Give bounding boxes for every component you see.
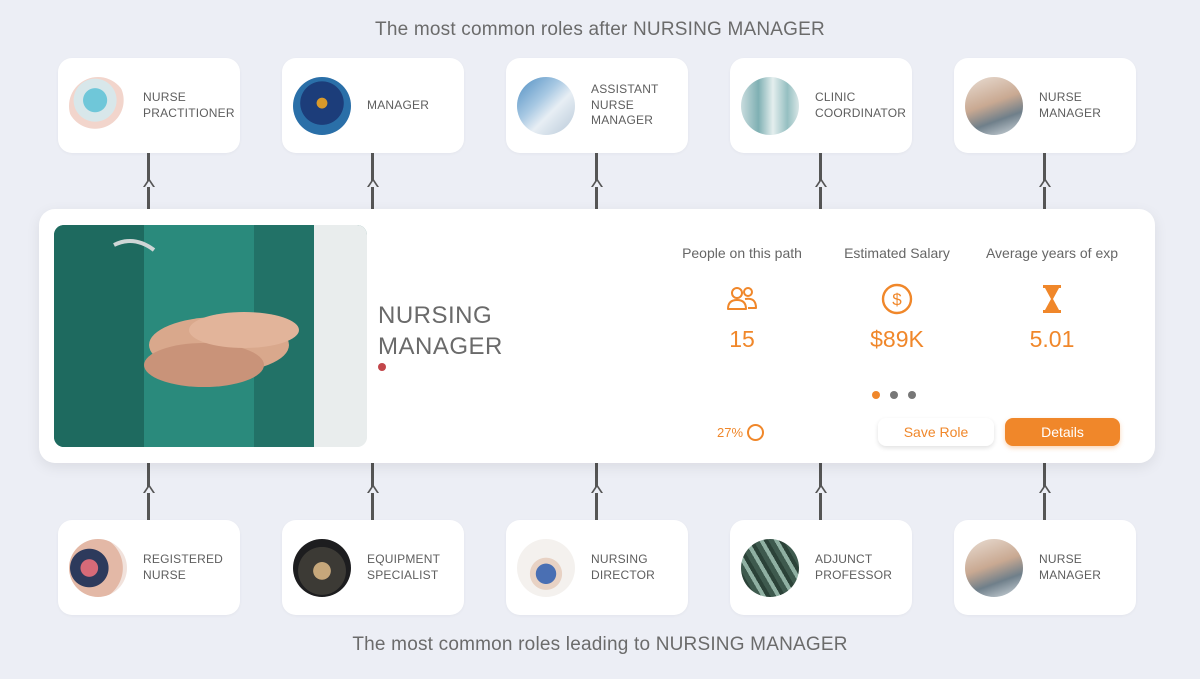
stat-value: 5.01 <box>1029 326 1075 352</box>
previous-roles-heading: The most common roles leading to NURSING… <box>352 634 848 655</box>
arrow-up-icon <box>143 178 155 187</box>
nurse-manager-photo <box>965 76 1023 135</box>
role-label: CLINIC COORDINATOR <box>815 90 907 120</box>
role-label: ADJUNCT PROFESSOR <box>815 552 893 582</box>
stat-experience: Average years of exp 5.01 <box>977 245 1127 353</box>
prev-role-card-equipment-specialist[interactable]: EQUIPMENT SPECIALIST <box>282 520 464 615</box>
arrow-up-icon <box>143 484 155 493</box>
role-label: NURSE MANAGER <box>1039 90 1102 120</box>
registered-nurse-photo <box>69 538 127 597</box>
role-label: NURSE MANAGER <box>1039 552 1102 582</box>
role-label: REGISTERED NURSE <box>143 552 224 582</box>
current-role-card: NURSING MANAGER People on this path 15 E… <box>39 209 1155 463</box>
arrow-up-icon <box>591 484 603 493</box>
prev-role-card-adjunct-professor[interactable]: ADJUNCT PROFESSOR <box>730 520 912 615</box>
hands-illustration <box>54 225 367 447</box>
next-role-card-nurse-manager[interactable]: NURSE MANAGER <box>954 58 1136 153</box>
svg-text:$: $ <box>892 290 902 309</box>
arrow-up-icon <box>367 484 379 493</box>
prev-role-card-nurse-manager[interactable]: NURSE MANAGER <box>954 520 1136 615</box>
carousel-dot-3[interactable] <box>908 391 916 399</box>
current-role-title: NURSING MANAGER <box>378 302 503 360</box>
adjunct-professor-photo <box>741 538 799 597</box>
manager-photo <box>293 76 351 135</box>
stat-value: $89K <box>870 326 924 352</box>
next-role-card-nurse-practitioner[interactable]: NURSE PRACTITIONER <box>58 58 240 153</box>
arrow-up-icon <box>1039 178 1051 187</box>
prev-role-card-registered-nurse[interactable]: REGISTERED NURSE <box>58 520 240 615</box>
dollar-icon: $ <box>881 283 913 315</box>
assistant-nurse-manager-photo <box>517 76 575 135</box>
role-label: NURSE PRACTITIONER <box>143 90 235 120</box>
equipment-specialist-photo <box>293 538 351 597</box>
details-button[interactable]: Details <box>1005 418 1120 446</box>
nurse-practitioner-photo <box>69 76 127 135</box>
arrow-up-icon <box>591 178 603 187</box>
carousel-dot-1[interactable] <box>872 391 880 399</box>
role-label: NURSING DIRECTOR <box>591 552 656 582</box>
nurse-manager-photo <box>965 538 1023 597</box>
stat-label: People on this path <box>682 245 802 261</box>
role-label: MANAGER <box>367 97 430 112</box>
stat-label: Estimated Salary <box>844 245 950 261</box>
people-icon <box>727 287 757 310</box>
arrow-up-icon <box>815 178 827 187</box>
arrow-up-icon <box>1039 484 1051 493</box>
stat-people: People on this path 15 <box>667 245 817 353</box>
next-role-card-clinic-coordinator[interactable]: CLINIC COORDINATOR <box>730 58 912 153</box>
role-label: EQUIPMENT SPECIALIST <box>367 552 440 582</box>
role-label: ASSISTANT NURSE MANAGER <box>591 82 659 128</box>
nursing-director-photo <box>517 538 575 597</box>
team-hands-photo <box>54 225 367 447</box>
carousel-dots <box>872 391 916 399</box>
stat-salary: Estimated Salary $ $89K <box>822 245 972 353</box>
stat-label: Average years of exp <box>985 245 1119 261</box>
save-role-button[interactable]: Save Role <box>878 418 994 446</box>
progress-ring-icon <box>747 424 765 441</box>
carousel-dot-2[interactable] <box>890 391 898 399</box>
clinic-coordinator-photo <box>741 76 799 135</box>
next-role-card-manager[interactable]: MANAGER <box>282 58 464 153</box>
prev-role-card-nursing-director[interactable]: NURSING DIRECTOR <box>506 520 688 615</box>
arrow-up-icon <box>367 178 379 187</box>
next-role-card-assistant-nurse-manager[interactable]: ASSISTANT NURSE MANAGER <box>506 58 688 153</box>
stat-value: 15 <box>729 326 755 352</box>
status-marker <box>378 363 386 371</box>
progress-indicator: 27% <box>717 424 765 441</box>
arrow-up-icon <box>815 484 827 493</box>
progress-label: 27% <box>717 425 744 440</box>
hourglass-icon <box>1043 285 1061 313</box>
next-roles-heading: The most common roles after NURSING MANA… <box>375 19 825 40</box>
